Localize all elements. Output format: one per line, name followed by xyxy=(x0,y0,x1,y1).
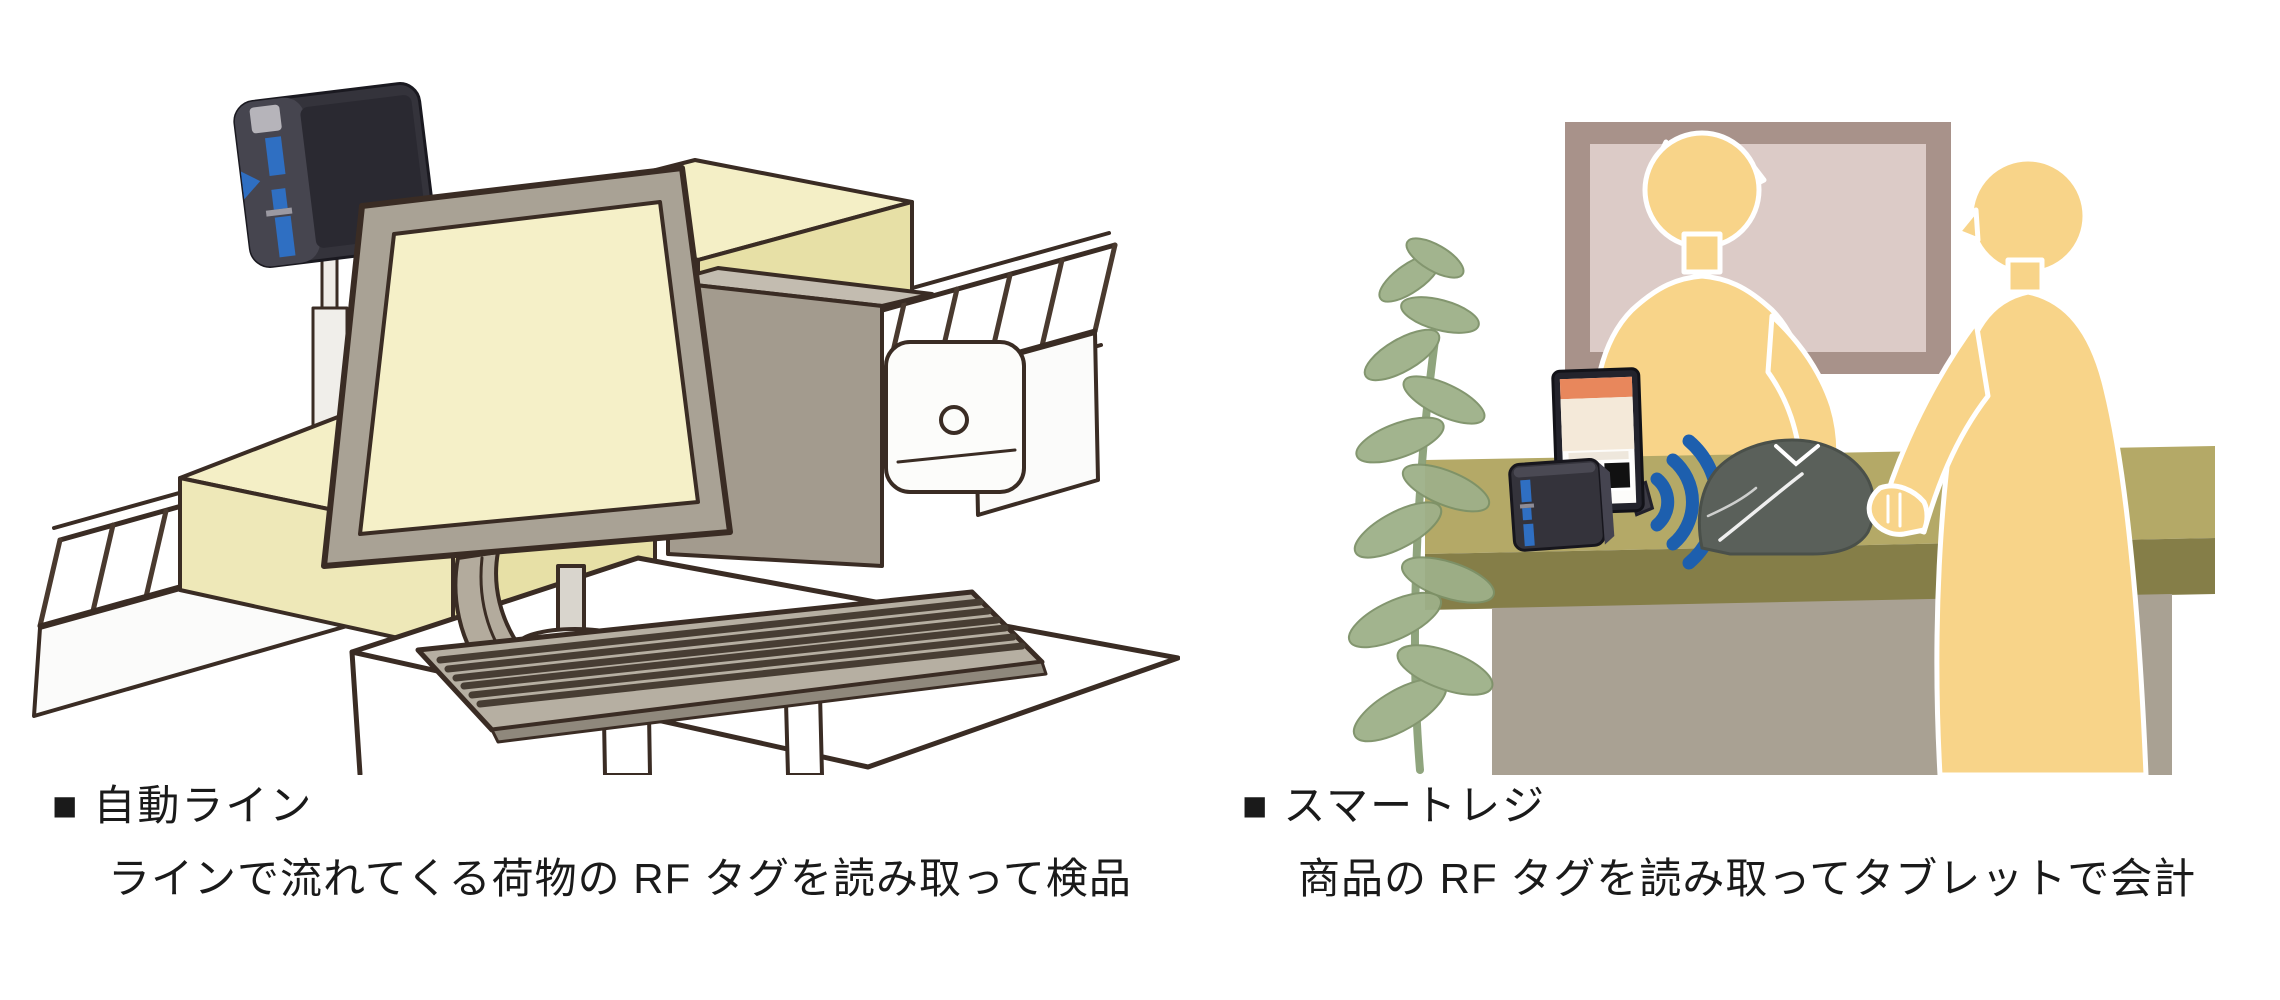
caption-smart-register: ■ スマートレジ 商品の RF タグを読み取ってタブレットで会計 xyxy=(1242,772,2196,906)
caption-title-text: 自動ライン xyxy=(93,782,314,829)
reader-status-lights xyxy=(265,136,296,258)
customer-hand xyxy=(1866,483,1930,537)
pos-monitor xyxy=(321,165,733,569)
caption-description: 商品の RF タグを読み取ってタブレットで会計 xyxy=(1298,855,2197,902)
rfid-reader xyxy=(1508,457,1615,552)
caption-automated-line: ■ 自動ライン ラインで流れてくる荷物の RF タグを読み取って検品 xyxy=(52,772,1132,906)
reader-status-lights xyxy=(1519,479,1535,547)
smart-register-illustration xyxy=(1347,122,2215,775)
customer-silhouette xyxy=(1866,155,2149,775)
cashier-silhouette xyxy=(1589,130,1842,491)
caption-description: ラインで流れてくる荷物の RF タグを読み取って検品 xyxy=(108,855,1132,902)
square-bullet-icon: ■ xyxy=(1242,782,1270,829)
caption-title: ■ スマートレジ xyxy=(1242,772,2196,833)
caption-title-text: スマートレジ xyxy=(1283,782,1547,829)
square-bullet-icon: ■ xyxy=(52,782,80,829)
label-printer xyxy=(884,340,1026,494)
monitor-screen xyxy=(358,200,700,536)
automated-line-illustration xyxy=(32,82,1180,775)
potted-plant xyxy=(1347,237,1495,774)
keyboard xyxy=(415,589,1048,744)
caption-title: ■ 自動ライン xyxy=(52,772,1132,833)
reader-sensor-slot xyxy=(249,104,282,134)
garment xyxy=(1697,438,1876,556)
